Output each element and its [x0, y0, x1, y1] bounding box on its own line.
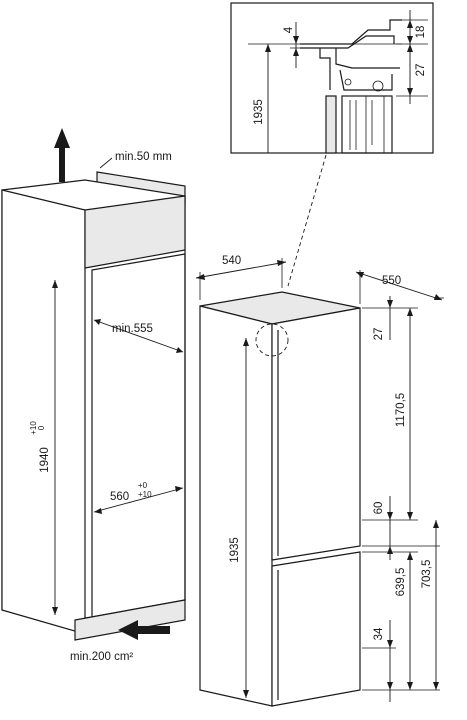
niche-height: 1940 [39, 447, 51, 473]
appliance-width-line [195, 261, 287, 279]
detail-circle [255, 323, 289, 357]
detail-inset: 4 18 27 1935 [230, 2, 434, 154]
airflow-up-arrow [54, 128, 70, 182]
niche-width-tol-plus: +0 [138, 481, 148, 490]
niche-drawing: min.50 mm min.200 cm² 1940 +10 0 min.555… [1, 128, 186, 663]
niche-width: 560 [110, 491, 129, 503]
hinge-profile [300, 19, 402, 45]
niche-width-line [93, 487, 184, 513]
niche-min-width-line [93, 319, 184, 353]
appliance-width: 540 [222, 255, 241, 267]
appliance-depth-line [355, 271, 443, 301]
detail-leader [287, 154, 327, 287]
appliance-upper-door [271, 307, 361, 561]
appliance-depth: 550 [382, 275, 401, 287]
niche-height-tol-plus: +10 [29, 421, 38, 435]
appliance-total-height: 1935 [229, 537, 241, 563]
detail-dim-1935: 1935 [253, 99, 265, 125]
detail-dim-27: 27 [415, 64, 427, 77]
appliance-divider: 60 [373, 502, 385, 515]
door-edge [325, 95, 337, 154]
appliance-bottom-gap: 34 [373, 627, 385, 640]
niche-width-tol-minus: +10 [138, 490, 152, 499]
appliance-top-gap: 27 [373, 328, 385, 341]
airflow-in-arrow [118, 620, 170, 640]
appliance-drawing: 540 550 1935 27 1170,5 60 [195, 255, 444, 707]
appliance-upper-height: 1170,5 [395, 393, 407, 427]
detail-dim-18: 18 [415, 26, 427, 39]
niche-min-width: min.555 [112, 323, 153, 335]
appliance-lower-height: 639,5 [395, 568, 407, 597]
appliance-lower-total: 703,5 [421, 560, 433, 589]
niche-min-top-gap: min.50 mm [115, 151, 172, 163]
appliance-lower-door [271, 551, 361, 707]
niche-height-tol-minus: 0 [37, 425, 46, 430]
niche-vent-area: min.200 cm² [70, 651, 133, 663]
detail-dim-4: 4 [283, 26, 295, 33]
